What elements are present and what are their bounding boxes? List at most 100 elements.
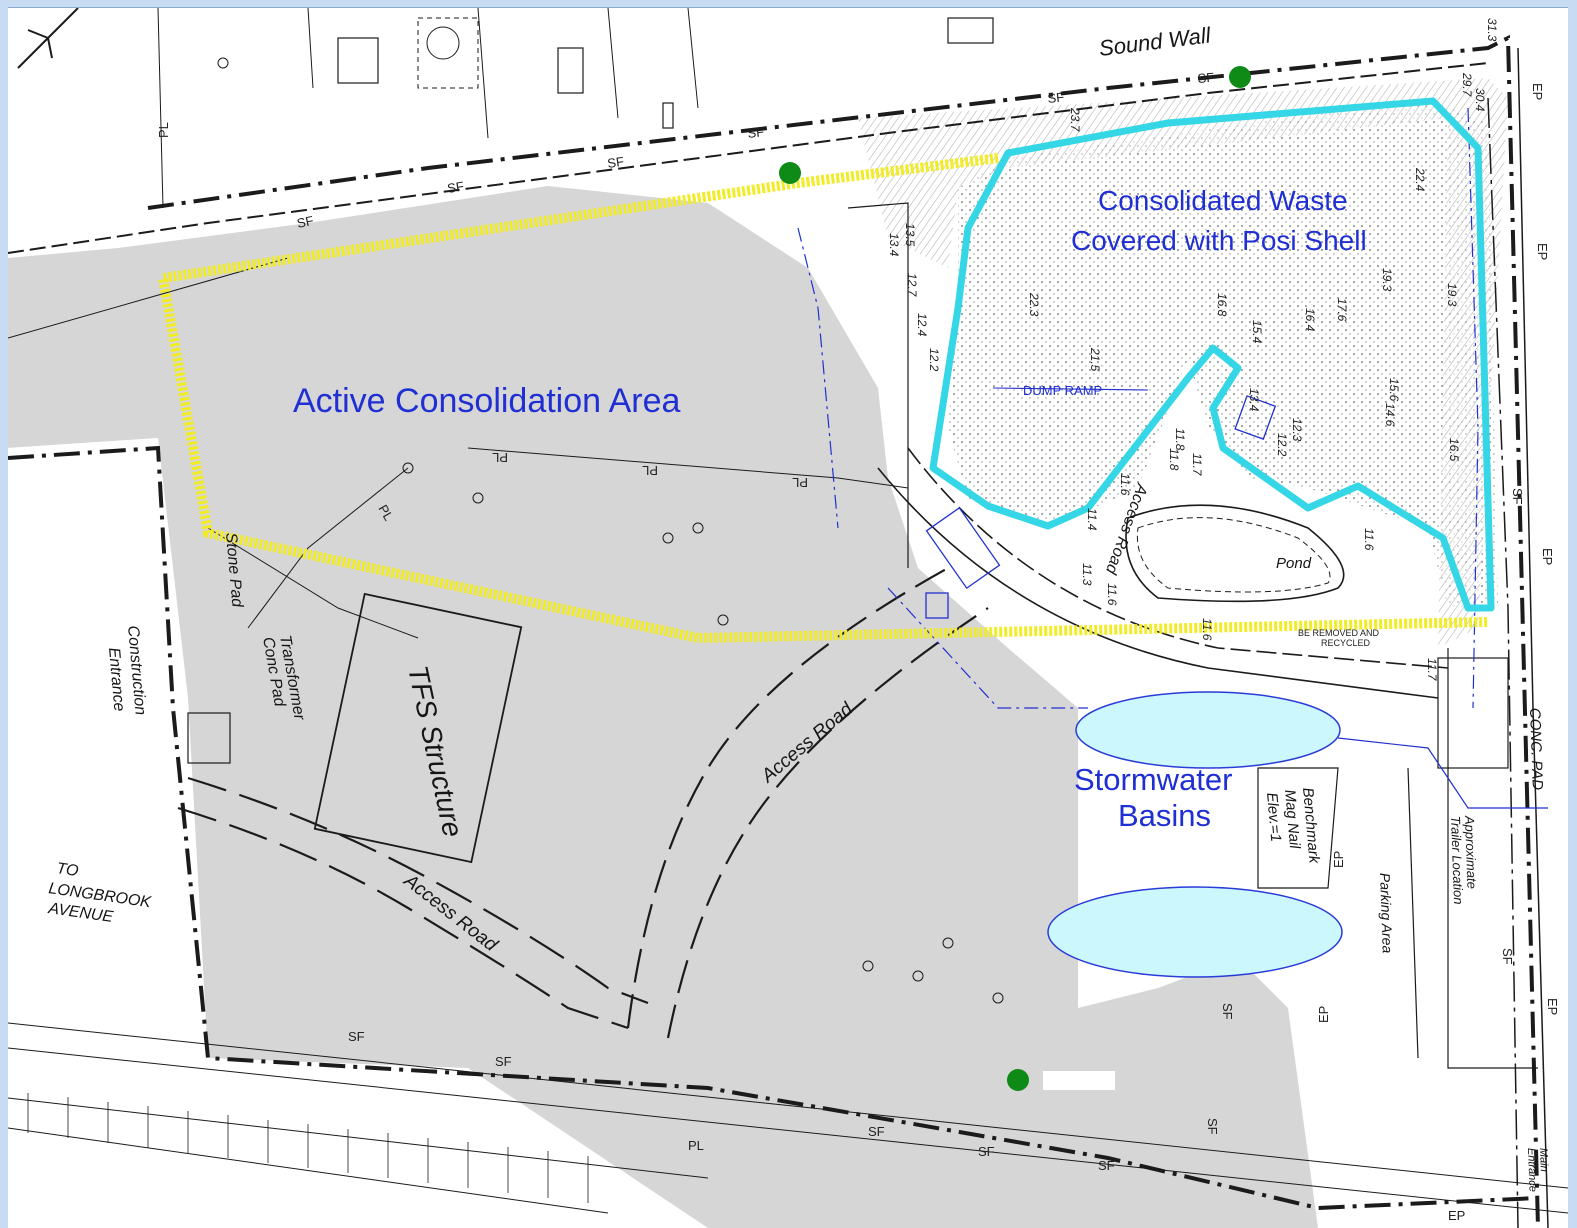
- sf-label-4: SF: [747, 124, 765, 141]
- main-entrance-label-2: Entrance: [1525, 1148, 1539, 1192]
- sf-label-13: SF: [1205, 1118, 1220, 1135]
- spot-elev-5: 12.2: [927, 348, 941, 372]
- pl-label-3: PL: [792, 475, 808, 490]
- sf-label-6: SF: [1197, 70, 1215, 86]
- north-arrow-icon: [17, 8, 79, 69]
- spot-elev-6: 22.3: [1027, 292, 1041, 317]
- sf-label-8: SF: [495, 1054, 512, 1069]
- sf-label-14: SF: [1510, 488, 1525, 505]
- trailer-label-2: Trailer Location: [1448, 816, 1466, 905]
- spot-elev-33: 30.4: [1473, 88, 1487, 112]
- sf-label-11: SF: [1098, 1158, 1115, 1173]
- spot-elev-27: 11.6: [1200, 618, 1214, 641]
- spot-elev-20: 11.7: [1190, 453, 1204, 477]
- to-longbrook-label-1: TO: [55, 860, 79, 880]
- spot-elev-11: 17.6: [1335, 298, 1349, 322]
- stormwater-basin-south: [1047, 886, 1343, 978]
- spot-elev-1: 13.5: [903, 223, 917, 247]
- spot-elev-26: 11.7: [1425, 658, 1439, 682]
- spot-elev-17: 12.3: [1290, 418, 1304, 442]
- benchmark-label-1: Benchmark: [1299, 787, 1323, 866]
- spot-elev-13: 15.6: [1387, 378, 1401, 402]
- dump-ramp-label: DUMP RAMP: [1023, 383, 1102, 398]
- spot-elev-31: 29.7: [1460, 72, 1474, 98]
- site-plan-map: SF SF SF SF SF SF SF SF SF SF SF SF SF S…: [8, 7, 1568, 1228]
- spot-elevations: 13.5 13.4 12.7 12.4 12.2 22.3 21.5 16.8 …: [887, 18, 1499, 682]
- ep-label-7: EP: [1448, 1208, 1465, 1223]
- railway: [8, 1022, 1568, 1214]
- removed-label-2: RECYCLED: [1321, 638, 1371, 648]
- active-consolidation-outline: [157, 153, 1489, 644]
- spot-elev-9: 15.4: [1250, 320, 1264, 344]
- spot-elev-29: 22.4: [1413, 167, 1427, 192]
- spot-elev-22: 11.6: [1118, 473, 1132, 496]
- pl-label-4: PL: [375, 502, 396, 523]
- removed-label-1: BE REMOVED AND: [1298, 628, 1380, 638]
- developed-area: [8, 186, 1318, 1228]
- pond-label: Pond: [1276, 555, 1312, 572]
- west-parcel: [8, 438, 188, 698]
- benchmark-label-3: Elev.=1: [1263, 792, 1284, 843]
- sf-label-10: SF: [978, 1144, 995, 1159]
- spot-elev-32: 31.3: [1485, 18, 1499, 42]
- spot-elev-23: 11.3: [1080, 563, 1094, 586]
- sf-label-15: SF: [1500, 948, 1515, 965]
- ep-label-5: EP: [1316, 1006, 1331, 1023]
- main-entrance-label-1: Main: [1537, 1148, 1550, 1172]
- spot-elev-4: 12.4: [915, 313, 929, 337]
- spot-elev-12: 19.3: [1380, 268, 1394, 292]
- sf-label-7: SF: [348, 1029, 365, 1044]
- pl-label-1: PL: [492, 450, 508, 465]
- redaction-box: [1043, 1071, 1115, 1090]
- parking-area-label: Parking Area: [1377, 873, 1396, 954]
- trailer-label-1: Approximate: [1462, 815, 1480, 889]
- property-line-south: [8, 445, 1539, 1211]
- spot-elev-15: 16.5: [1447, 438, 1461, 462]
- spot-elev-30: 19.3: [1445, 283, 1459, 307]
- access-roads: [177, 447, 1449, 1039]
- spot-elev-3: 12.7: [905, 273, 919, 298]
- consolidated-waste-outline: [929, 97, 1495, 612]
- stone-pad-label: Stone Pad: [222, 532, 246, 609]
- pl-label-5: PL: [688, 1138, 704, 1153]
- sound-wall-label: Sound Wall: [1098, 22, 1213, 61]
- sf-label-2: SF: [446, 179, 465, 196]
- spot-elev-24: 11.6: [1105, 583, 1119, 606]
- spot-elev-18: 12.2: [1275, 433, 1289, 457]
- consolidated-waste-label-1: Consolidated Waste: [1098, 185, 1348, 216]
- spot-elev-28: 11.4: [1085, 508, 1099, 531]
- spot-elev-21: 11.8: [1167, 448, 1181, 471]
- utility-code-labels: SF SF SF SF SF SF SF SF SF SF SF SF SF S…: [156, 70, 1560, 1223]
- active-consolidation-label: Active Consolidation Area: [293, 382, 681, 420]
- site-plan-drawing: SF SF SF SF SF SF SF SF SF SF SF SF SF S…: [8, 8, 1568, 1228]
- stormwater-label-2: Basins: [1118, 798, 1211, 833]
- spot-elev-7: 21.5: [1088, 347, 1102, 372]
- sf-label-12: SF: [1220, 1003, 1235, 1020]
- east-road-edge-2: [1487, 97, 1519, 1228]
- ep-label-4: EP: [1545, 998, 1560, 1015]
- spot-elev-10: 16.4: [1303, 308, 1317, 332]
- sf-label-1: SF: [296, 213, 315, 231]
- conc-pad-label: CONC. PAD: [1526, 708, 1546, 791]
- plan-linework: [8, 8, 1538, 1069]
- map-annotations: Consolidated Waste Covered with Posi She…: [293, 185, 1367, 833]
- benchmark-label-2: Mag Nail: [1281, 789, 1303, 850]
- property-line: [147, 34, 1540, 1228]
- utility-lines: [797, 107, 1548, 809]
- spot-elev-16: 13.4: [1247, 388, 1261, 412]
- slope-hatch: [858, 78, 1508, 648]
- ep-label-2: EP: [1535, 243, 1550, 260]
- spot-elev-8: 16.8: [1215, 293, 1229, 317]
- spot-elev-2: 13.4: [887, 233, 901, 257]
- monitoring-point-south: [1007, 1069, 1029, 1091]
- pl-label-6: PL: [156, 122, 171, 138]
- spot-elev-34: 23.7: [1068, 107, 1082, 133]
- stormwater-basin-north: [1075, 691, 1341, 769]
- sf-label-5: SF: [1047, 89, 1065, 106]
- consolidated-waste-label-2: Covered with Posi Shell: [1071, 225, 1367, 256]
- ep-label-1: EP: [1530, 83, 1545, 100]
- monitoring-point-west: [779, 162, 801, 184]
- spot-elev-25: 11.6: [1362, 528, 1376, 551]
- sf-label-9: SF: [868, 1124, 885, 1139]
- ep-label-3: EP: [1540, 548, 1555, 565]
